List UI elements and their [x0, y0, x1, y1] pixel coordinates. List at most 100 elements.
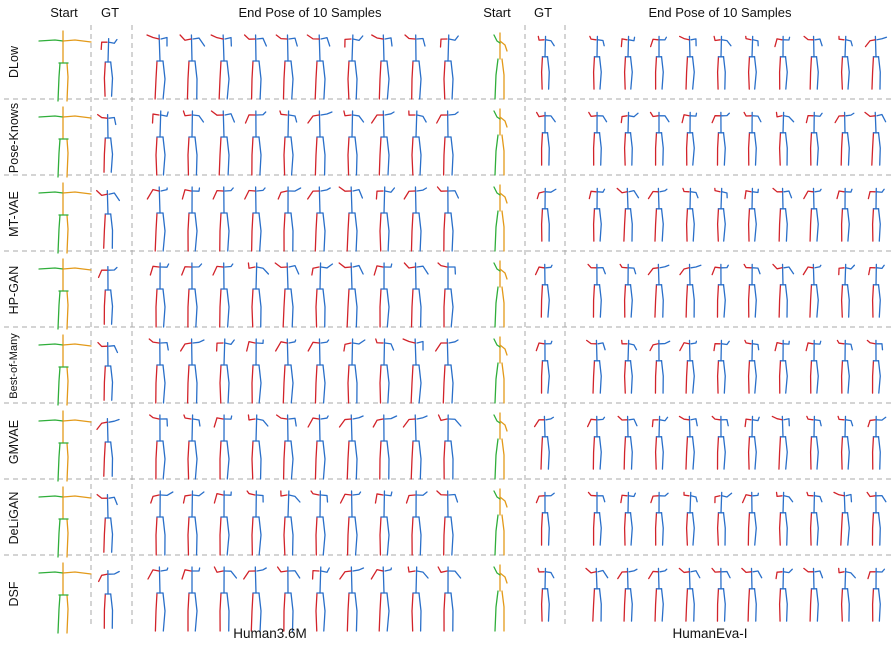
pose-right-leg — [691, 360, 695, 394]
start-left-arm — [493, 338, 501, 348]
pose-right-arm — [108, 192, 121, 202]
pose-left-arm — [100, 41, 108, 51]
pose-left-arm — [745, 35, 752, 41]
pose-right-arm — [108, 345, 119, 354]
pose-right-leg — [660, 360, 664, 394]
start-right-leg — [66, 290, 69, 330]
pose-right-arm — [845, 264, 856, 270]
header-gt-h36m: GT — [100, 5, 120, 20]
pose-left-leg — [411, 136, 414, 176]
pose-left-leg — [155, 136, 158, 176]
pose-left-arm — [310, 490, 320, 496]
pose-left-arm — [774, 342, 783, 352]
pose-left-leg — [219, 364, 222, 404]
pose-right-leg — [322, 212, 326, 252]
pose-right-leg — [418, 516, 422, 556]
pose-right-arm — [690, 264, 702, 269]
pose-left-arm — [744, 418, 752, 428]
pose-left-arm — [774, 38, 783, 48]
pose-right-arm — [352, 415, 364, 420]
pose-left-leg — [540, 512, 544, 546]
pose-left-arm — [589, 35, 597, 41]
pose-right-arm — [628, 267, 637, 275]
pose-left-leg — [623, 208, 627, 242]
pose-left-leg — [809, 284, 813, 318]
pose-right-leg — [450, 60, 454, 100]
pose-right-leg — [290, 60, 294, 100]
pose-left-arm — [651, 419, 659, 428]
pose-left-leg — [809, 208, 813, 242]
pose-right-leg — [226, 516, 230, 556]
pose-right-leg — [226, 212, 230, 252]
pose-left-arm — [713, 35, 721, 42]
pose-right-arm — [783, 190, 793, 199]
method-row — [38, 334, 884, 406]
pose-right-leg — [322, 136, 326, 176]
pose-right-arm — [721, 570, 731, 579]
pose-right-leg — [194, 136, 198, 176]
pose-left-arm — [306, 34, 320, 40]
pose-right-leg — [354, 136, 358, 176]
pose-right-arm — [721, 419, 729, 427]
pose-left-leg — [623, 436, 627, 470]
pose-left-arm — [744, 190, 752, 200]
pose-left-arm — [307, 417, 320, 428]
pose-right-arm — [659, 416, 669, 422]
pose-left-leg — [103, 365, 106, 401]
pose-left-arm — [338, 186, 352, 192]
dataset-label-humaneva: HumanEva-I — [672, 626, 748, 641]
pose-right-leg — [226, 592, 230, 632]
pose-left-arm — [244, 114, 256, 124]
pose-left-arm — [678, 567, 690, 574]
pose-left-arm — [150, 494, 160, 504]
pose-left-arm — [343, 110, 352, 117]
pose-right-arm — [416, 37, 426, 47]
pose-right-leg — [194, 212, 198, 252]
start-right-leg — [66, 594, 69, 634]
pose-left-arm — [307, 190, 320, 200]
pose-left-arm — [867, 190, 876, 200]
pose-right-arm — [876, 113, 887, 123]
pose-right-arm — [845, 112, 855, 117]
pose-right-leg — [691, 512, 695, 546]
pose-left-arm — [867, 571, 876, 580]
pose-left-arm — [151, 113, 160, 124]
start-left-leg — [494, 590, 499, 632]
pose-right-leg — [877, 132, 881, 166]
pose-right-leg — [322, 440, 326, 480]
pose-right-leg — [418, 60, 422, 100]
pose-left-arm — [619, 263, 628, 269]
pose-right-arm — [224, 491, 232, 496]
pose-left-arm — [149, 265, 160, 276]
pose-left-arm — [536, 191, 545, 200]
pose-left-arm — [587, 263, 597, 269]
pose-right-arm — [256, 266, 270, 275]
pose-left-arm — [146, 188, 160, 200]
pose-right-arm — [690, 495, 698, 503]
pose-right-arm — [597, 342, 606, 351]
pose-left-leg — [540, 132, 544, 166]
pose-left-leg — [840, 588, 844, 622]
pose-left-arm — [402, 338, 416, 344]
pose-right-arm — [384, 415, 398, 420]
pose-left-arm — [375, 190, 384, 200]
pose-left-leg — [871, 56, 875, 90]
pose-left-leg — [540, 588, 544, 622]
pose-right-arm — [192, 567, 201, 572]
pose-left-arm — [243, 570, 256, 580]
pose-right-arm — [659, 340, 671, 345]
pose-right-arm — [659, 492, 669, 497]
pose-left-arm — [97, 269, 108, 279]
pose-left-arm — [833, 491, 845, 497]
pose-left-arm — [836, 339, 845, 345]
pose-right-arm — [597, 266, 606, 275]
pose-right-leg — [354, 516, 358, 556]
pose-right-leg — [450, 592, 454, 632]
pose-right-leg — [598, 588, 602, 622]
pose-left-arm — [772, 187, 783, 193]
pose-right-leg — [598, 284, 602, 318]
pose-left-arm — [96, 189, 108, 197]
pose-left-leg — [443, 212, 446, 252]
pose-left-arm — [620, 38, 628, 48]
start-left-leg — [57, 214, 61, 254]
